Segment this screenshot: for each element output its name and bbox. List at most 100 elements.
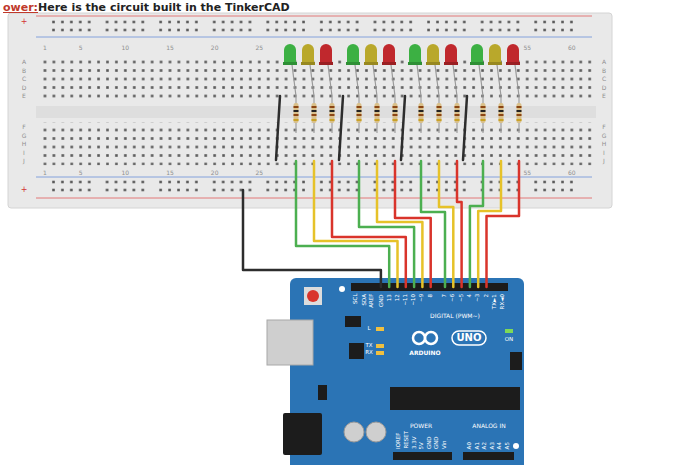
led-label: ON bbox=[505, 337, 513, 343]
answer-label: ower: bbox=[3, 2, 38, 13]
pin-label: RX◄0 bbox=[500, 294, 506, 309]
row-letter: I bbox=[23, 150, 25, 156]
pin-label: 2 bbox=[484, 294, 490, 298]
logo-symbol bbox=[413, 332, 425, 344]
led-label: L bbox=[367, 326, 370, 332]
column-number: 10 bbox=[122, 170, 130, 176]
row-letter: F bbox=[22, 124, 25, 130]
led-group bbox=[339, 44, 398, 160]
pin-label: A4 bbox=[497, 442, 503, 449]
power-header bbox=[393, 452, 452, 460]
led-group bbox=[463, 44, 522, 160]
column-number: 55 bbox=[523, 45, 531, 51]
jumper-wires bbox=[243, 161, 519, 287]
column-number: 5 bbox=[79, 45, 83, 51]
pin-label: ~5 bbox=[459, 294, 465, 302]
led-group bbox=[401, 44, 460, 160]
rail-sign: + bbox=[21, 18, 28, 26]
pin-label: ~3 bbox=[475, 294, 481, 302]
row-letter: J bbox=[23, 158, 25, 164]
pin-label: ~9 bbox=[420, 294, 426, 302]
row-letter: I bbox=[603, 150, 605, 156]
row-letter: E bbox=[22, 93, 26, 99]
heading-text: Here is the circuit built in the TinkerC… bbox=[38, 2, 290, 13]
column-number: 10 bbox=[122, 45, 130, 51]
pin-label: A3 bbox=[490, 442, 496, 449]
pin-label: A0 bbox=[467, 442, 473, 449]
capacitor bbox=[366, 422, 386, 442]
row-letter: B bbox=[602, 68, 606, 74]
brand-name: ARDUINO bbox=[409, 350, 440, 356]
pin-label: SCL bbox=[353, 294, 359, 304]
column-number: 25 bbox=[255, 45, 263, 51]
column-number: 20 bbox=[211, 170, 219, 176]
row-letter: D bbox=[602, 85, 607, 91]
pin-label: ~11 bbox=[403, 294, 409, 306]
row-letter: E bbox=[602, 93, 606, 99]
icsp-header bbox=[345, 316, 361, 327]
row-letter: F bbox=[602, 124, 605, 130]
row-letter: B bbox=[22, 68, 26, 74]
pin-label: GND bbox=[434, 436, 440, 449]
section-label: ANALOG IN bbox=[472, 423, 505, 429]
row-letter: J bbox=[603, 158, 605, 164]
row-letter: G bbox=[602, 133, 607, 139]
column-number: 60 bbox=[568, 170, 576, 176]
row-letter: A bbox=[602, 59, 606, 65]
column-number: 55 bbox=[523, 170, 531, 176]
pin-label: ~6 bbox=[451, 294, 457, 302]
pin-label: 5V bbox=[419, 442, 425, 449]
pin-label: ~10 bbox=[411, 294, 417, 306]
column-number: 25 bbox=[255, 170, 263, 176]
row-letter: H bbox=[602, 141, 607, 147]
usb-port bbox=[267, 320, 313, 365]
pin-label: AREF bbox=[370, 294, 376, 308]
pin-label: TX►1 bbox=[492, 294, 498, 309]
pin-label: SDA bbox=[362, 294, 368, 305]
pin-label: 3.3V bbox=[411, 436, 417, 449]
rail-sign: + bbox=[21, 186, 28, 194]
pin-label: A1 bbox=[475, 442, 481, 449]
led-label: RX bbox=[365, 350, 373, 356]
row-letter: C bbox=[602, 76, 606, 82]
pin-label: 8 bbox=[428, 294, 434, 298]
pin-label: GND bbox=[378, 294, 384, 307]
column-number: 60 bbox=[568, 45, 576, 51]
pin-label: IOREF bbox=[396, 433, 402, 449]
led-label: TX bbox=[365, 343, 372, 349]
pin-label: 4 bbox=[467, 294, 473, 298]
row-letter: A bbox=[22, 59, 26, 65]
column-number: 20 bbox=[211, 45, 219, 51]
pin-label: A2 bbox=[482, 442, 488, 449]
power-jack bbox=[283, 413, 322, 455]
column-number: 15 bbox=[166, 45, 174, 51]
pin-label: 7 bbox=[442, 294, 448, 298]
pin-label: 12 bbox=[395, 294, 401, 301]
column-number: 1 bbox=[43, 45, 47, 51]
column-number: 15 bbox=[166, 170, 174, 176]
pin-label: Vin bbox=[441, 440, 447, 449]
row-letter: D bbox=[22, 85, 27, 91]
row-letter: G bbox=[22, 133, 27, 139]
microcontroller-chip bbox=[390, 387, 520, 410]
section-label: DIGITAL (PWM~) bbox=[430, 313, 480, 319]
column-number: 5 bbox=[79, 170, 83, 176]
capacitor bbox=[344, 422, 364, 442]
reset-button bbox=[304, 287, 322, 305]
pin-label: A5 bbox=[505, 442, 511, 449]
pin-label: RESET bbox=[404, 431, 410, 449]
section-label: POWER bbox=[410, 423, 432, 429]
arduino-board bbox=[290, 278, 524, 465]
row-letter: H bbox=[22, 141, 27, 147]
column-number: 1 bbox=[43, 170, 47, 176]
model-name: UNO bbox=[457, 333, 482, 343]
pin-label: GND bbox=[426, 436, 432, 449]
pin-label: 13 bbox=[386, 294, 392, 301]
breadboard bbox=[8, 13, 612, 208]
led-group bbox=[276, 44, 335, 160]
row-letter: C bbox=[22, 76, 26, 82]
analog-header bbox=[463, 452, 514, 460]
